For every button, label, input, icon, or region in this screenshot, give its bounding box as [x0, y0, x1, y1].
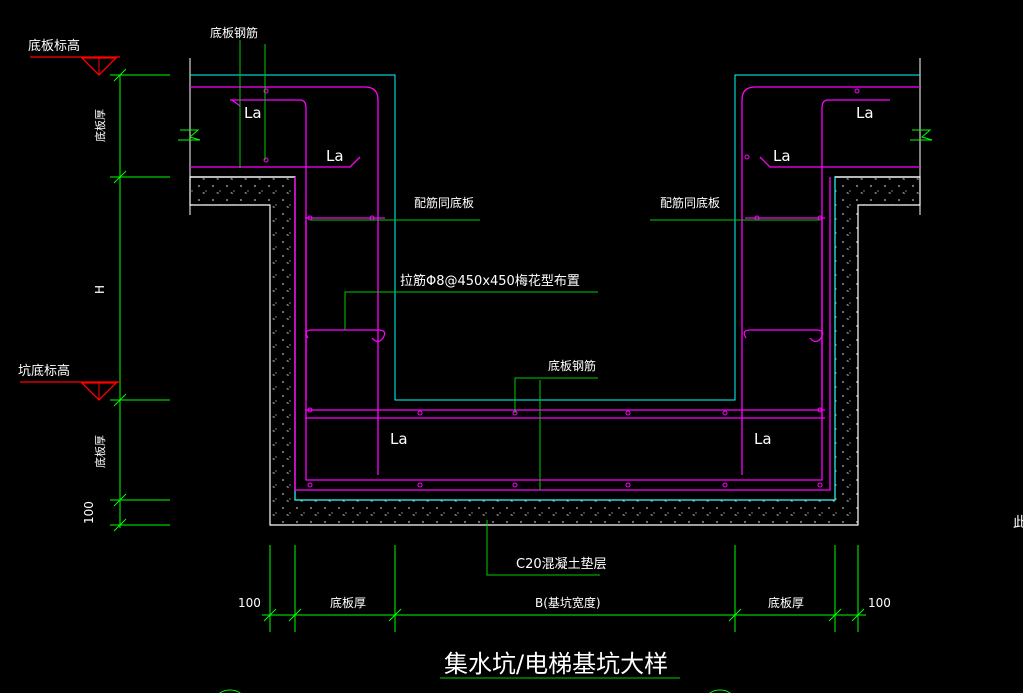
tie-hook-right — [743, 329, 824, 343]
label-top-rebar: 底板钢筋 — [210, 25, 258, 40]
leader-tie — [344, 291, 598, 330]
label-bottom-slab-elev: 底板标高 — [28, 38, 80, 54]
break-mark-left — [178, 129, 201, 141]
vertical-dimension — [110, 68, 170, 532]
dim-cushion-100: 100 — [82, 501, 96, 524]
label-la-6: La — [754, 430, 772, 448]
rebar-pit-inner-u — [305, 220, 823, 481]
label-pit-bottom-elev: 坑底标高 — [18, 363, 70, 379]
label-la-5: La — [390, 430, 408, 448]
la-arrow-1 — [231, 99, 241, 107]
rebar-top-right-inner — [821, 99, 890, 400]
rebar-slab-bot-left — [190, 156, 361, 168]
cover-line-outer — [190, 74, 920, 401]
label-la-1: La — [244, 104, 262, 122]
pit-cavity — [395, 75, 735, 400]
rebar-top-left-inner — [230, 99, 307, 400]
dim-slab-thk-bottom: 底板厚 — [93, 435, 107, 468]
rebar-group — [190, 86, 920, 491]
rebar-slab-bot-right — [759, 156, 920, 168]
elevation-mark-top — [30, 56, 120, 76]
leader-cushion — [486, 520, 600, 576]
partial-circle-left — [219, 689, 241, 693]
dim-h: H — [93, 285, 107, 294]
tie-hook-left — [305, 329, 386, 343]
break-mark-right — [910, 129, 933, 141]
label-la-2: La — [326, 147, 344, 165]
leader-lines — [239, 40, 820, 679]
rebar-top-right-outer — [741, 86, 920, 475]
label-la-4: La — [773, 147, 791, 165]
dim-pit-width: B(基坑宽度) — [535, 595, 601, 610]
horizontal-dimension — [262, 545, 866, 632]
elevation-mark-pit — [20, 381, 120, 401]
dim-slab-thk-top: 底板厚 — [93, 109, 107, 142]
rebar-pit-outer-u — [294, 177, 831, 491]
rebar-dots — [263, 88, 860, 488]
dim-left-100: 100 — [238, 596, 261, 610]
label-bottom-rebar: 底板钢筋 — [548, 358, 596, 373]
label-dist-left: 配筋同底板 — [414, 195, 474, 210]
label-edge-char: 此 — [1013, 515, 1023, 531]
dim-right-slab: 底板厚 — [768, 595, 804, 610]
label-la-3: La — [856, 104, 874, 122]
leader-bottom-rebar — [514, 377, 598, 413]
partial-circle-right — [709, 689, 731, 693]
label-cushion: C20混凝土垫层 — [516, 556, 607, 572]
label-tie-bars: 拉筋Φ8@450x450梅花型布置 — [400, 273, 580, 289]
label-dist-right: 配筋同底板 — [660, 195, 720, 210]
dim-right-100: 100 — [868, 596, 891, 610]
drawing-title: 集水坑/电梯基坑大样 — [444, 650, 668, 678]
rebar-top-left-outer — [190, 86, 379, 475]
dim-left-slab: 底板厚 — [330, 595, 366, 610]
